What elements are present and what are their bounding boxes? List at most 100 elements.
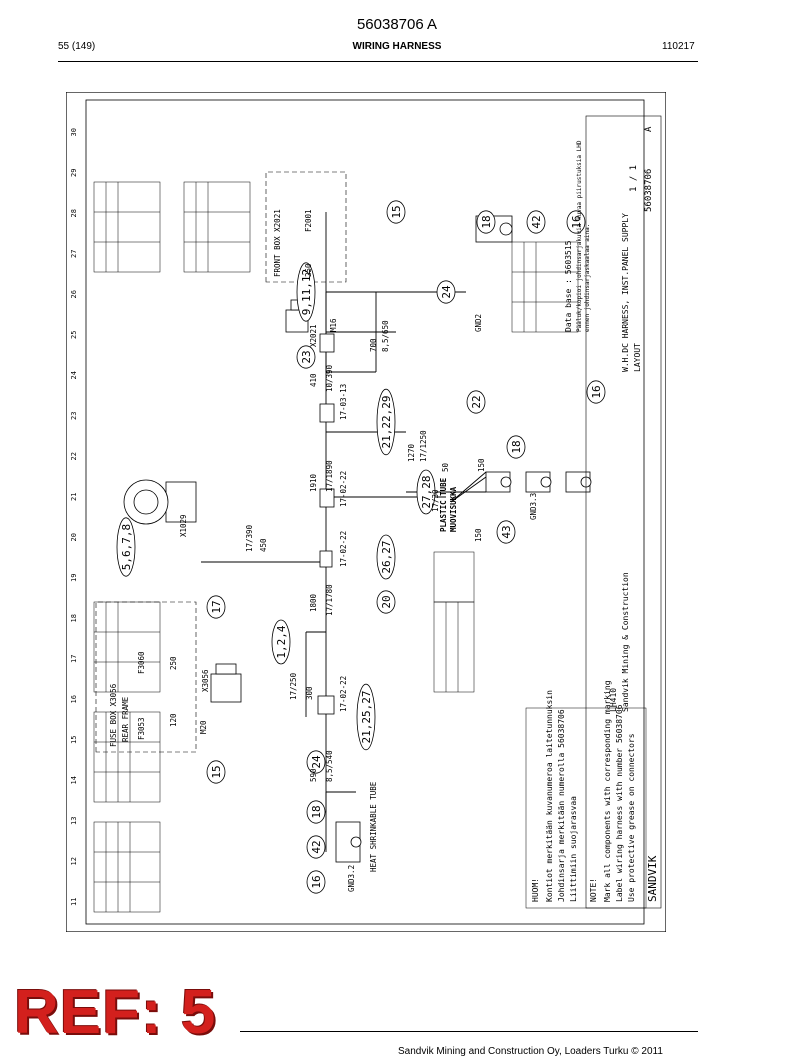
balloon-circle bbox=[376, 590, 396, 614]
label-gnd2: GND2 bbox=[474, 314, 483, 332]
brand-logo-text: SANDVIK bbox=[646, 855, 659, 902]
label-len590: 590 bbox=[309, 768, 318, 782]
label-f2001: F2001 bbox=[304, 209, 313, 232]
balloon-b18c: 18 bbox=[480, 215, 493, 228]
label-x3056: X3056 bbox=[201, 669, 210, 692]
splice-connectors bbox=[317, 333, 335, 715]
connector-x3056-body bbox=[215, 663, 237, 675]
label-fusebox-rear: FUSE BOX X3056 bbox=[109, 683, 118, 747]
splice-connector bbox=[319, 488, 335, 508]
label-len450: 450 bbox=[259, 538, 268, 552]
column-label: 19 bbox=[70, 574, 78, 582]
balloon-circle bbox=[376, 534, 396, 580]
label-len150a: 150 bbox=[474, 528, 483, 542]
label-len120: 120 bbox=[169, 713, 178, 727]
label-wire700: 8,5/650 bbox=[381, 320, 390, 352]
wire-table bbox=[433, 551, 475, 603]
title-rev: A bbox=[644, 126, 654, 132]
title-db-text-1: Pääluk/kopioi johdinsarjakuvia kuvaa pii… bbox=[576, 140, 583, 332]
balloon-circle bbox=[271, 619, 291, 665]
wire-labels: GND3.2 HEAT SHRINKABLE TUBE 590 8,5/540 … bbox=[109, 209, 538, 892]
balloon-circle bbox=[306, 800, 326, 824]
label-x1029: X1029 bbox=[179, 514, 188, 537]
label-m16: M16 bbox=[329, 318, 338, 332]
label-rear-frame: REAR FRAME bbox=[121, 696, 130, 742]
huom-line-3: Liittimiin suojarasvaa bbox=[569, 796, 578, 902]
label-plastic-tube: PLASTIC TUBE bbox=[439, 477, 448, 532]
balloon-circle bbox=[306, 870, 326, 894]
page-counter: 55 (149) bbox=[58, 41, 96, 52]
balloon-b15b: 15 bbox=[390, 205, 403, 218]
title-model: LH410 bbox=[609, 688, 618, 712]
title-description: W.H.DC HARNESS, INST.PANEL SUPPLY bbox=[621, 213, 630, 372]
title-block: SANDVIK LH410 Sandvik Mining & Construct… bbox=[564, 115, 662, 909]
column-label: 23 bbox=[70, 412, 78, 420]
wire-table bbox=[93, 711, 161, 803]
title-database: Data base : 5603515 bbox=[564, 240, 573, 332]
label-len1800: 1800 bbox=[309, 593, 318, 612]
wire-table bbox=[511, 241, 579, 333]
balloon-circle bbox=[296, 345, 316, 369]
column-label: 15 bbox=[70, 736, 78, 744]
label-wire1270: 17/1250 bbox=[419, 430, 428, 462]
balloon-circle bbox=[566, 210, 586, 234]
balloon-circle bbox=[206, 595, 226, 619]
rear-fuse-box bbox=[95, 601, 197, 753]
balloon-b16c: 16 bbox=[570, 215, 583, 228]
connector-x3056 bbox=[210, 673, 242, 703]
label-x2021: X2021 bbox=[309, 324, 318, 347]
label-con1a: 17-02-22 bbox=[339, 676, 348, 712]
huom-heading: HUOM! bbox=[531, 878, 540, 902]
column-label: 17 bbox=[70, 655, 78, 663]
title-number: 56038706 bbox=[644, 169, 654, 212]
note-heading: NOTE! bbox=[589, 878, 598, 902]
balloon-b24a: 24 bbox=[310, 755, 323, 769]
ref-stamp: REF: 5 bbox=[14, 978, 217, 1047]
balloon-circle bbox=[466, 390, 486, 414]
label-muovisukka: MUOVISUKKA bbox=[449, 486, 458, 532]
label-wire450: 17/390 bbox=[245, 524, 254, 552]
balloon-b24b: 24 bbox=[440, 285, 453, 299]
balloon-b42b: 42 bbox=[530, 215, 543, 228]
note-line-3: Use protective grease on connectors bbox=[627, 733, 636, 902]
balloon-b23: 23 bbox=[300, 350, 313, 363]
balloon-b20: 20 bbox=[380, 595, 393, 608]
column-label: 11 bbox=[70, 898, 78, 906]
balloon-b18b: 18 bbox=[510, 440, 523, 453]
balloon-circle bbox=[416, 469, 436, 515]
balloon-circle bbox=[506, 435, 526, 459]
wire-table bbox=[93, 821, 161, 913]
column-label: 13 bbox=[70, 817, 78, 825]
huom-line-1: Kontiot merkitään kuvanumeroa laitetunnu… bbox=[545, 690, 554, 902]
label-f3053: F3053 bbox=[137, 717, 146, 740]
label-len150b: 150 bbox=[477, 458, 486, 472]
balloon-b5678: 5,6,7,8 bbox=[120, 524, 133, 570]
column-label: 24 bbox=[70, 371, 78, 379]
column-label: 26 bbox=[70, 290, 78, 298]
balloon-b42a: 42 bbox=[310, 840, 323, 853]
balloon-b212229: 21,22,29 bbox=[380, 396, 393, 449]
footer-copyright: Sandvik Mining and Construction Oy, Load… bbox=[398, 1046, 663, 1057]
label-gnd33: GND3.3 bbox=[529, 493, 538, 520]
label-len250b: 250 bbox=[304, 263, 313, 277]
ground-lug-hole bbox=[540, 476, 552, 488]
label-gnd32: GND3.2 bbox=[347, 865, 356, 892]
label-wire1730: 17/30 bbox=[431, 489, 440, 512]
huom-line-2: Johdinsarja merkitään numerolla 56038706 bbox=[557, 709, 566, 902]
document-date: 110217 bbox=[662, 41, 695, 52]
title-sheet: 1 / 1 bbox=[629, 165, 639, 192]
document-number: 56038706 A bbox=[356, 16, 438, 33]
balloon-b212527: 21,25,27 bbox=[360, 691, 373, 744]
header-rule bbox=[58, 61, 698, 62]
splice-connector bbox=[319, 550, 333, 568]
terminals bbox=[123, 215, 592, 863]
balloon-circle bbox=[496, 520, 516, 544]
balloon-b15a: 15 bbox=[210, 765, 223, 778]
balloon-b124: 1,2,4 bbox=[275, 625, 288, 658]
splice-connector bbox=[317, 695, 335, 715]
label-len300: 300 bbox=[305, 686, 314, 700]
column-label: 14 bbox=[70, 776, 78, 784]
label-len1270: 1270 bbox=[407, 443, 416, 462]
drawing-inner-frame bbox=[85, 99, 645, 925]
